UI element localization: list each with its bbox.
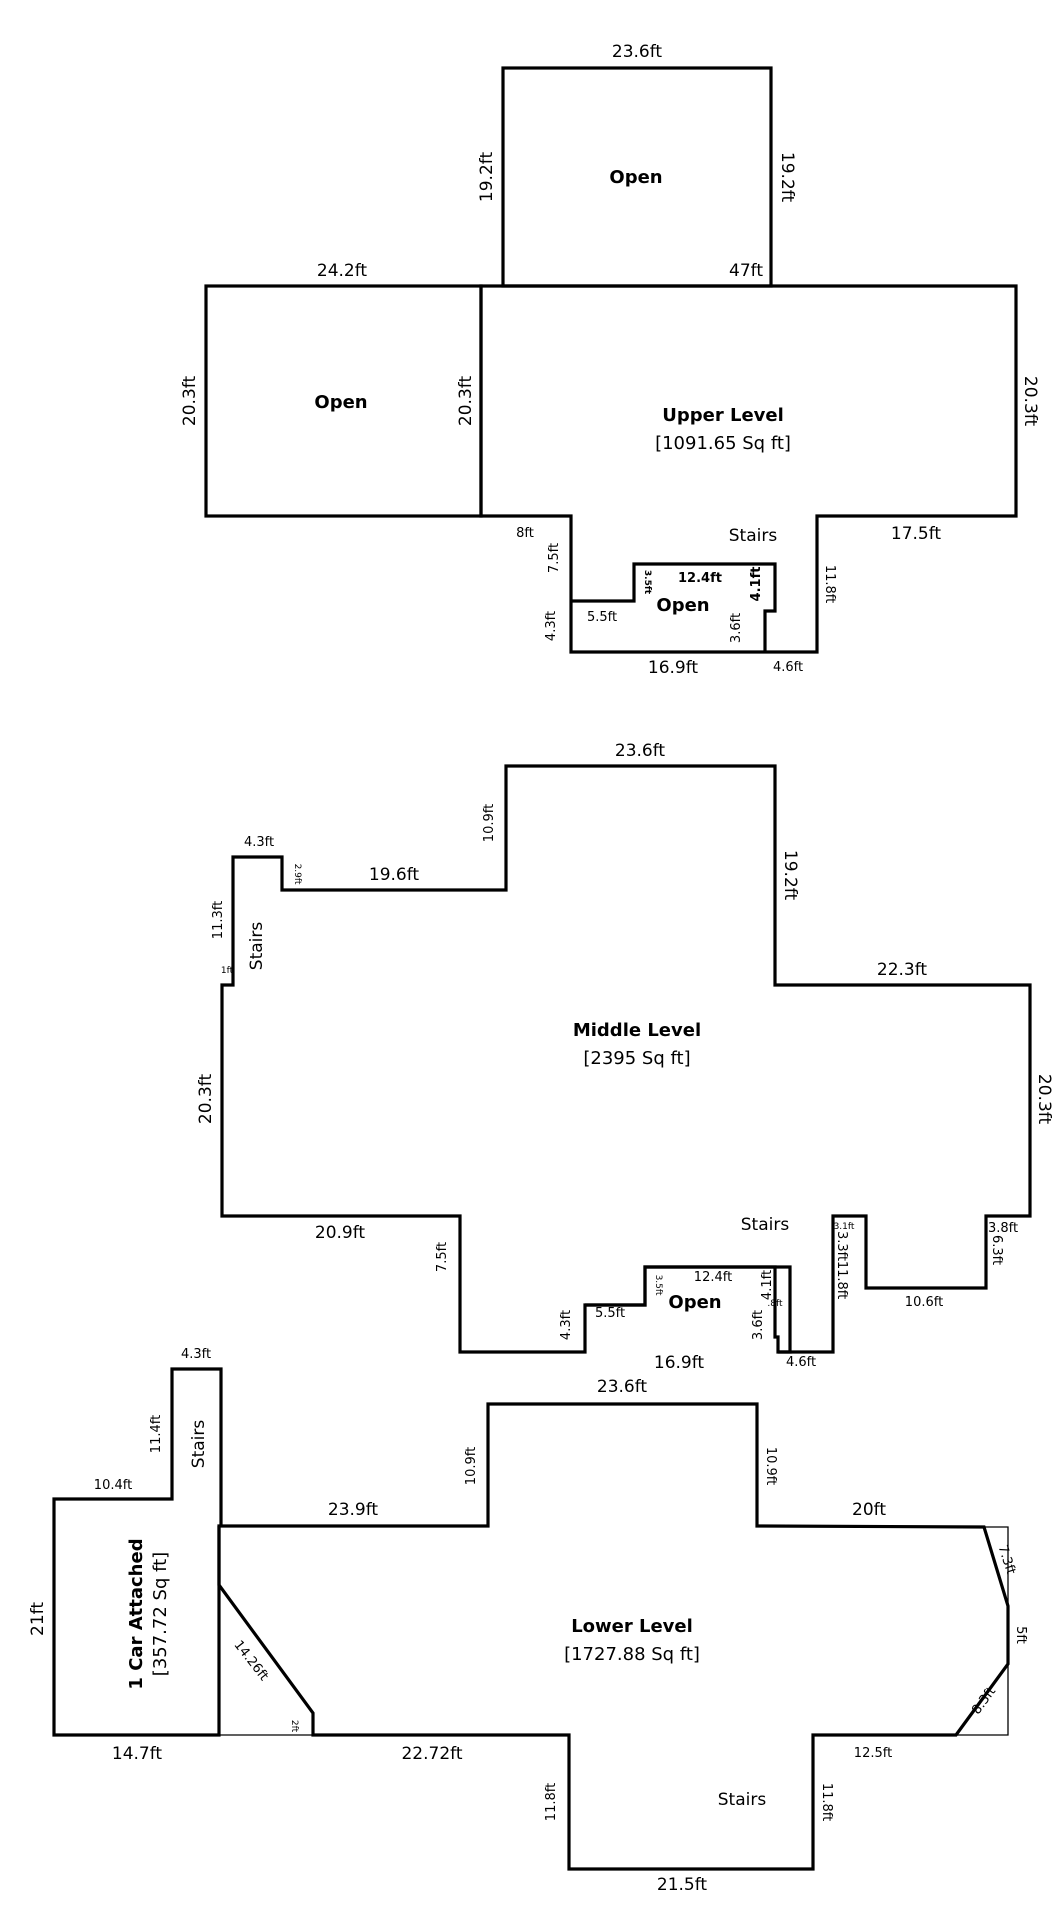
middle-dim-bottom: 16.9ft [654, 1353, 705, 1373]
lower-level: 4.3ft 11.4ft Stairs 10.4ft 21ft 14.7ft 1… [28, 1347, 1028, 1895]
lower-dim-diag-small: 2ft [289, 1720, 299, 1733]
lower-dim-top-left-side: 10.9ft [464, 1447, 479, 1485]
upper-dim-top-left: 19.2ft [477, 152, 497, 203]
middle-dim-stair-side: 11.3ft [211, 901, 226, 939]
lower-dim-drop-left: 11.8ft [544, 1783, 559, 1821]
upper-dim-bottom-right: 4.6ft [773, 660, 803, 675]
middle-dim-open-right: 4.1ft [760, 1270, 775, 1300]
upper-dim-open-step: 5.5ft [587, 610, 617, 625]
middle-dim-bottom-left: 20.9ft [315, 1223, 366, 1243]
middle-dim-stair-h2: 11.8ft [834, 1261, 849, 1299]
upper-open-left-label: Open [314, 392, 367, 413]
middle-dim-notch-top: 3.8ft [988, 1221, 1018, 1236]
lower-dim-garage-side: 21ft [28, 1602, 48, 1636]
middle-dim-top-right-side: 19.2ft [780, 850, 800, 901]
lower-garage-area: [357.72 Sq ft] [150, 1552, 171, 1676]
lower-dim-diag-left: 14.26ft [230, 1638, 271, 1684]
lower-corner-lines-right [956, 1526, 1009, 1736]
middle-dim-notch-bottom: 10.6ft [905, 1295, 943, 1310]
upper-dim-open-small-side: 3.5ft [642, 570, 652, 595]
upper-dim-right-bottom: 17.5ft [891, 524, 942, 544]
upper-dim-open-top: 12.4ft [678, 571, 722, 586]
lower-dim-garage-top: 10.4ft [94, 1478, 132, 1493]
middle-dim-top: 23.6ft [615, 741, 666, 761]
middle-dim-notch-side: 6.3ft [989, 1235, 1004, 1265]
upper-open-small-room [571, 562, 777, 652]
lower-stairs-left-label: Stairs [189, 1420, 209, 1469]
middle-dim-top-left-side: 10.9ft [482, 804, 497, 842]
middle-stairs-bottom-label: Stairs [741, 1215, 790, 1235]
lower-dim-right-side: 5ft [1013, 1626, 1028, 1644]
lower-dim-drop-right: 11.8ft [819, 1783, 834, 1821]
lower-level-area: [1727.88 Sq ft] [564, 1644, 700, 1665]
middle-dim-open-tiny: .8ft [767, 1299, 783, 1309]
upper-level-area: [1091.65 Sq ft] [655, 433, 791, 454]
lower-garage [52, 1367, 223, 1737]
lower-dim-stair-side: 11.4ft [149, 1415, 164, 1453]
middle-level-area: [2395 Sq ft] [583, 1048, 690, 1069]
middle-dim-stair-w: 3.1ft [834, 1222, 855, 1232]
middle-dim-stair-jog: 1ft [221, 966, 234, 976]
upper-dim-open-right: 4.1ft [749, 567, 764, 602]
middle-dim-right-side: 20.3ft [1034, 1074, 1054, 1125]
middle-dim-stair-h1: 3.3ft [834, 1231, 849, 1261]
middle-dim-open-step: 5.5ft [595, 1306, 625, 1321]
lower-dim-top: 23.6ft [597, 1377, 648, 1397]
upper-open-top-label: Open [609, 167, 662, 188]
middle-dim-drop-left: 7.5ft [435, 1242, 450, 1272]
middle-open-room [585, 1265, 792, 1354]
lower-dim-garage-bottom: 14.7ft [112, 1744, 163, 1764]
lower-dim-bottom: 21.5ft [657, 1875, 708, 1895]
upper-dim-notch-lower-left: 4.3ft [544, 611, 559, 641]
upper-stairs-label: Stairs [729, 526, 778, 546]
upper-open-small-label: Open [656, 595, 709, 616]
lower-stairs-bottom-label: Stairs [718, 1790, 767, 1810]
upper-dim-notch-left: 7.5ft [547, 543, 562, 573]
lower-dim-bottom-left: 22.72ft [401, 1744, 462, 1764]
middle-dim-lower-left: 4.3ft [559, 1310, 574, 1340]
middle-dim-bottom-right: 4.6ft [786, 1355, 816, 1370]
middle-dim-open-side: 3.5ft [653, 1275, 663, 1296]
upper-dim-open-inner: 3.6ft [729, 613, 744, 643]
upper-dim-left-inner: 20.3ft [456, 376, 476, 427]
lower-dim-bottom-right: 12.5ft [854, 1746, 892, 1761]
upper-dim-top-width: 23.6ft [612, 42, 663, 62]
lower-dim-top-right-side: 10.9ft [763, 1447, 778, 1485]
lower-garage-title: 1 Car Attached [126, 1538, 147, 1689]
upper-dim-notch-top: 8ft [516, 526, 534, 541]
upper-dim-left-height: 20.3ft [180, 376, 200, 427]
upper-dim-top-bottom: 47ft [729, 261, 763, 281]
upper-dim-right-height: 20.3ft [1020, 376, 1040, 427]
middle-dim-stair-top: 4.3ft [244, 835, 274, 850]
middle-dim-upper-left: 19.6ft [369, 865, 420, 885]
upper-dim-left-width: 24.2ft [317, 261, 368, 281]
middle-dim-open-inner: 3.6ft [751, 1310, 766, 1340]
middle-dim-left-side: 20.3ft [196, 1074, 216, 1125]
upper-dim-bottom: 16.9ft [648, 658, 699, 678]
lower-dim-upper-left: 23.9ft [328, 1500, 379, 1520]
upper-level: 23.6ft 19.2ft 19.2ft 47ft Open 24.2ft 20… [180, 42, 1040, 678]
middle-level: 23.6ft 10.9ft 19.2ft 4.3ft 2.9ft 19.6ft … [196, 741, 1054, 1373]
middle-dim-stair-step: 2.9ft [292, 864, 302, 885]
lower-dim-stair-top: 4.3ft [181, 1347, 211, 1362]
middle-dim-open-top: 12.4ft [694, 1270, 732, 1285]
middle-open-label: Open [668, 1292, 721, 1313]
upper-level-title: Upper Level [662, 405, 784, 426]
middle-stairs-left-label: Stairs [247, 922, 267, 971]
lower-dim-upper-right: 20ft [852, 1500, 886, 1520]
upper-level-outline [479, 284, 1018, 654]
upper-dim-right-drop: 11.8ft [822, 565, 837, 603]
lower-level-title: Lower Level [571, 1616, 693, 1637]
middle-level-title: Middle Level [573, 1020, 701, 1041]
upper-dim-top-right: 19.2ft [777, 152, 797, 203]
lower-dim-right-diag-bottom: 8.3ft [969, 1684, 999, 1717]
middle-dim-right-top: 22.3ft [877, 960, 928, 980]
